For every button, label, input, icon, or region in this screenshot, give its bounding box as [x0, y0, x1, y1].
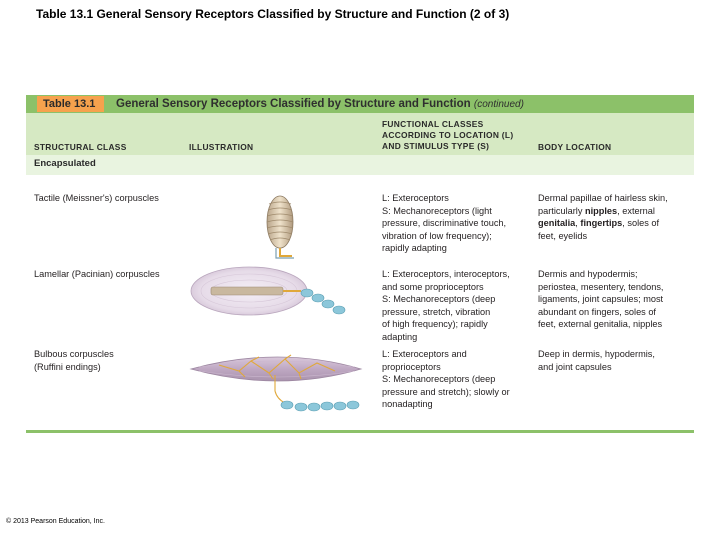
structural-line: (Ruffini endings) [34, 361, 101, 372]
section-band [26, 155, 694, 175]
location-line: feet, eyelids [538, 230, 668, 243]
bulbous-corpuscle-illustration [189, 354, 363, 412]
functional-line: vibration of low frequency); [382, 230, 492, 241]
location-line: ligaments, joint capsules; most [538, 294, 664, 304]
table-name: General Sensory Receptors Classified by … [116, 96, 524, 113]
location-line: Dermal papillae of hairless skin, [538, 192, 668, 205]
location-line: feet, external genitalia, nipples [538, 319, 663, 329]
location-line: Dermis and hypodermis; [538, 269, 638, 279]
functional-line: S: Mechanoreceptors (deep [382, 374, 496, 384]
table-tag: Table 13.1 [37, 96, 104, 112]
location-text: eyelids [558, 230, 588, 241]
location-text: , [622, 218, 628, 228]
functional-line: S: Mechanoreceptors (light [382, 205, 492, 216]
functional-line: rapidly adapting [382, 243, 447, 253]
location-line: Deep in dermis, hypodermis, [538, 349, 655, 359]
location-line: genitalia, fingertips, soles of [538, 217, 668, 230]
row-bulbous-structural: Bulbous corpuscles (Ruffini endings) [34, 348, 114, 373]
receptor-table: Table 13.1 General Sensory Receptors Cla… [26, 95, 694, 434]
header-structural-class: Structural Class [34, 142, 127, 152]
functional-line: nonadapting [382, 399, 433, 409]
slide-title: Table 13.1 General Sensory Receptors Cla… [36, 7, 510, 21]
location-line: and joint capsules [538, 361, 612, 372]
location-emphasis: genitalia [538, 218, 576, 228]
table-bottom-rule [26, 430, 694, 433]
functional-line: of high frequency); rapidly [382, 319, 488, 329]
table-continued: (continued) [473, 99, 524, 110]
row-lamellar-functional: L: Exteroceptors, interoceptors, and som… [382, 268, 510, 343]
header-illustration: Illustration [189, 142, 254, 152]
location-text: , [553, 230, 559, 241]
functional-line: L: Exteroceptors [382, 193, 449, 203]
row-lamellar-location: Dermis and hypodermis; periostea, mesent… [538, 268, 663, 331]
copyright: © 2013 Pearson Education, Inc. [6, 518, 105, 525]
functional-line: L: Exteroceptors, interoceptors, [382, 269, 510, 279]
header-functional-line: According to Location (L) [382, 130, 514, 140]
structural-line: Bulbous corpuscles [34, 349, 114, 359]
tactile-corpuscle-illustration [266, 195, 294, 259]
header-functional-classes: Functional Classes According to Location… [382, 119, 513, 152]
location-text: soles of [627, 218, 660, 228]
row-bulbous-functional: L: Exteroceptors and proprioceptors S: M… [382, 348, 510, 411]
table-name-text: General Sensory Receptors Classified by … [116, 98, 471, 110]
location-line: abundant on fingers, soles of [538, 306, 656, 317]
location-text: feet [538, 230, 554, 241]
lamellar-corpuscle-illustration [190, 266, 346, 316]
functional-line: pressure, discriminative touch, [382, 218, 507, 228]
section-label-encapsulated: Encapsulated [34, 158, 96, 169]
functional-line: proprioceptors [382, 361, 441, 372]
location-emphasis: fingertips [580, 218, 623, 228]
row-bulbous-location: Deep in dermis, hypodermis, and joint ca… [538, 348, 655, 373]
functional-line: adapting [382, 331, 418, 342]
location-text: Dermal papillae of hairless skin, [538, 193, 668, 203]
structural-line: Lamellar (Pacinian) corpuscles [34, 269, 160, 279]
row-lamellar-structural: Lamellar (Pacinian) corpuscles [34, 268, 160, 281]
row-tactile-structural: Tactile (Meissner's) corpuscles [34, 192, 159, 205]
location-emphasis: nipples [584, 205, 618, 216]
header-body-location: Body Location [538, 142, 612, 152]
header-functional-line: and Stimulus Type (S) [382, 141, 490, 151]
location-line: particularly nipples, external [538, 205, 668, 218]
header-functional-line: Functional Classes [382, 119, 484, 129]
row-tactile-functional: L: Exteroceptors S: Mechanoreceptors (li… [382, 192, 506, 255]
row-tactile-location: Dermal papillae of hairless skin, partic… [538, 192, 668, 242]
functional-line: pressure, stretch, vibration [382, 306, 491, 317]
table-banner: Table 13.1 General Sensory Receptors Cla… [26, 95, 694, 113]
functional-line: pressure and stretch); slowly or [382, 386, 510, 397]
structural-line: Tactile (Meissner's) corpuscles [34, 193, 159, 203]
location-text: , external [617, 205, 655, 216]
location-line: periostea, mesentery, tendons, [538, 281, 664, 292]
functional-line: L: Exteroceptors and [382, 349, 467, 359]
functional-line: S: Mechanoreceptors (deep [382, 294, 496, 304]
location-text: , [575, 218, 581, 228]
column-header-band [26, 113, 694, 155]
functional-line: and some proprioceptors [382, 281, 484, 292]
location-text: particularly [538, 205, 585, 216]
